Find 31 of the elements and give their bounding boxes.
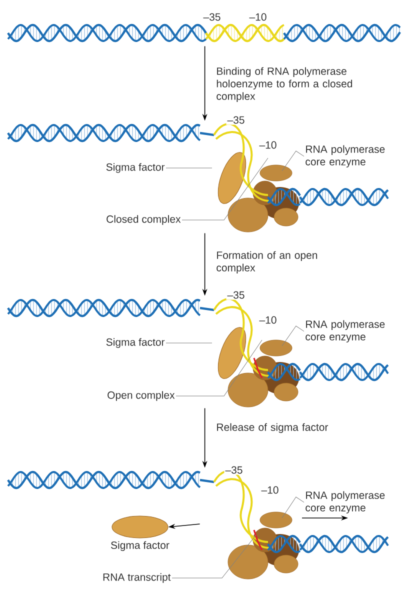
node-label: Sigma factor [111,541,170,551]
leader-line [176,340,262,396]
step-label: Binding of RNA polymerase holoenzyme to form a closed complex [216,67,352,102]
promoter-label: –10 [260,485,280,495]
callout-label: RNA polymerase core enzyme [306,145,385,168]
transcription-complex-drawing [200,298,301,408]
step-label: Release of sigma factor [217,423,328,433]
promoter-label: –35 [226,290,246,300]
leader-line [166,342,212,344]
promoter-label: –35 [202,12,222,22]
leader-line [282,150,304,172]
promoter-label: –10 [248,12,268,22]
released-sigma-factor: Sigma factor [111,516,170,551]
callout-label: RNA transcript [103,573,171,583]
callout-label: Sigma factor [106,163,165,173]
leader-line [182,158,268,220]
callout-label: Sigma factor [106,338,165,348]
promoter-label: –35 [226,115,246,125]
callout-label: Open complex [108,391,175,401]
promoter-label: –35 [224,465,244,475]
leader-line [172,534,256,578]
promoter-label: –10 [258,140,278,150]
callout-label: Closed complex [106,215,181,225]
leader-line [282,496,304,518]
promoter-label: –10 [258,315,278,325]
step-label: Formation of an open complex [216,251,318,274]
transcription-complex-drawing [200,123,301,232]
callout-label: RNA polymerase core enzyme [306,491,385,514]
leader-line [282,326,304,346]
dna-helix-drawing [7,24,401,42]
callout-label: RNA polymerase core enzyme [306,320,385,342]
